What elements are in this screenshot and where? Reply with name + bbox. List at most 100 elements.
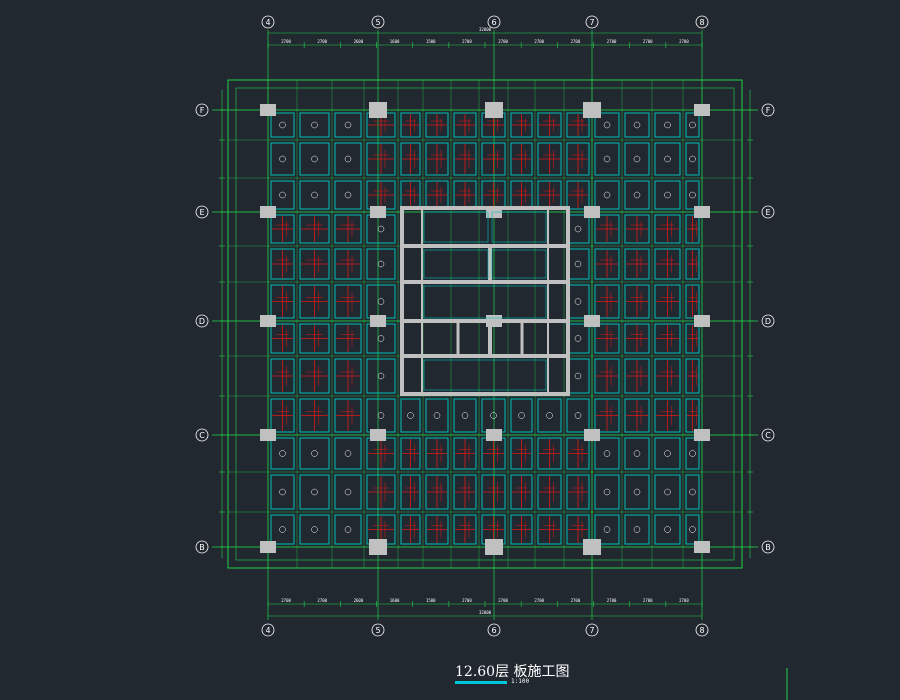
slab-panel xyxy=(400,398,421,433)
slab-panel xyxy=(400,474,421,510)
rebar-cross xyxy=(455,516,475,543)
slab-panel xyxy=(566,323,590,354)
rebar-cross xyxy=(626,400,648,431)
panel-number-bubble xyxy=(377,260,385,268)
slab-panel xyxy=(537,398,562,433)
slab-panel xyxy=(594,284,620,319)
slab-panel xyxy=(366,214,396,244)
rebar-cross xyxy=(368,439,394,468)
slab-panel xyxy=(566,474,590,510)
rebar-cross xyxy=(272,325,293,352)
slab-panel xyxy=(685,323,700,354)
rebar-cross xyxy=(512,144,531,174)
rebar-cross xyxy=(568,476,588,508)
column xyxy=(260,541,276,553)
rebar-cross xyxy=(687,216,698,242)
rebar-cross xyxy=(687,325,698,352)
slab-panel xyxy=(270,358,295,394)
core-panel xyxy=(423,211,489,243)
slab-panel xyxy=(425,474,449,510)
slab-panel xyxy=(270,180,295,210)
axis-bubble-label: 7 xyxy=(589,626,594,635)
core-walls xyxy=(400,206,570,396)
axis-bubble-top: 7 xyxy=(585,15,599,29)
panel-number-bubble xyxy=(279,450,286,457)
slab-panel xyxy=(510,437,533,470)
axis-bubble-bottom: 8 xyxy=(695,623,709,637)
slab-panel xyxy=(654,323,681,354)
panel-number-bubble xyxy=(574,335,582,342)
slab-panel xyxy=(594,248,620,280)
rebar-cross xyxy=(368,182,394,208)
rebar-cross xyxy=(427,516,447,543)
slab-panel xyxy=(685,180,700,210)
rebar-cross xyxy=(301,325,328,352)
rebar-cross xyxy=(455,144,475,174)
axis-bubble-label: E xyxy=(199,208,204,217)
axis-bubble-label: E xyxy=(765,208,770,217)
panel-number-bubble xyxy=(664,450,671,457)
axis-bubble-top: 4 xyxy=(261,15,275,29)
rebar-cross xyxy=(687,400,698,431)
slab-panel xyxy=(624,284,650,319)
rebar-cross xyxy=(402,182,419,208)
axis-bubble-label: D xyxy=(199,317,205,326)
slab-panel xyxy=(654,398,681,433)
axis-bubble-bottom: 6 xyxy=(487,623,501,637)
panel-number-bubble xyxy=(633,526,641,533)
dimension-label: 2700 xyxy=(317,39,327,44)
panel-number-bubble xyxy=(689,121,696,129)
rebar-cross xyxy=(427,476,447,508)
dimension-label: 2700 xyxy=(317,598,327,603)
column xyxy=(694,315,710,327)
slab-panel xyxy=(453,514,477,545)
panel-number-bubble xyxy=(664,191,671,199)
rebar-cross xyxy=(427,439,447,468)
slab-panel xyxy=(453,142,477,176)
slab-panel xyxy=(270,437,295,470)
slab-panel xyxy=(685,284,700,319)
panel-number-bubble xyxy=(689,155,696,163)
column xyxy=(370,206,386,218)
panel-number-bubble xyxy=(344,191,352,199)
slab-panel xyxy=(299,323,330,354)
slab-panel xyxy=(366,284,396,319)
slab-panel xyxy=(624,474,650,510)
dimension-label: 2600 xyxy=(354,598,364,603)
axis-bubble-left: B xyxy=(195,540,209,554)
panel-number-bubble xyxy=(574,298,582,305)
slab-panel xyxy=(453,112,477,138)
slab-panel xyxy=(270,284,295,319)
axis-bubble-label: F xyxy=(766,106,771,115)
slab-panel xyxy=(481,398,506,433)
dimension-label: 1500 xyxy=(426,39,436,44)
slab-panel xyxy=(510,474,533,510)
rebar-cross xyxy=(568,114,588,136)
axis-bubble-right: E xyxy=(761,205,775,219)
rebar-cross xyxy=(596,216,618,242)
rebar-cross xyxy=(272,250,293,278)
rebar-cross xyxy=(455,182,475,208)
axis-bubble-circle xyxy=(487,623,501,637)
slab-panel xyxy=(425,437,449,470)
axis-bubble-circle xyxy=(695,623,709,637)
slab-panel xyxy=(334,248,362,280)
axis-bubble-circle xyxy=(761,103,775,117)
slab-panel xyxy=(654,248,681,280)
slab-panel xyxy=(566,248,590,280)
panel-number-bubble xyxy=(344,121,352,129)
axis-bubble-label: 6 xyxy=(491,18,496,27)
slab-panel xyxy=(270,514,295,545)
slab-panel xyxy=(334,284,362,319)
slab-panel xyxy=(334,180,362,210)
core-panel xyxy=(423,249,489,279)
rebar-cross xyxy=(596,400,618,431)
rebar-cross xyxy=(402,516,419,543)
slab-panel xyxy=(685,514,700,545)
rebar-cross xyxy=(427,182,447,208)
column xyxy=(370,315,386,327)
rebar-cross xyxy=(272,286,293,317)
dimension-label: 2700 xyxy=(281,598,291,603)
column xyxy=(584,429,600,441)
panel-number-bubble xyxy=(311,155,318,163)
